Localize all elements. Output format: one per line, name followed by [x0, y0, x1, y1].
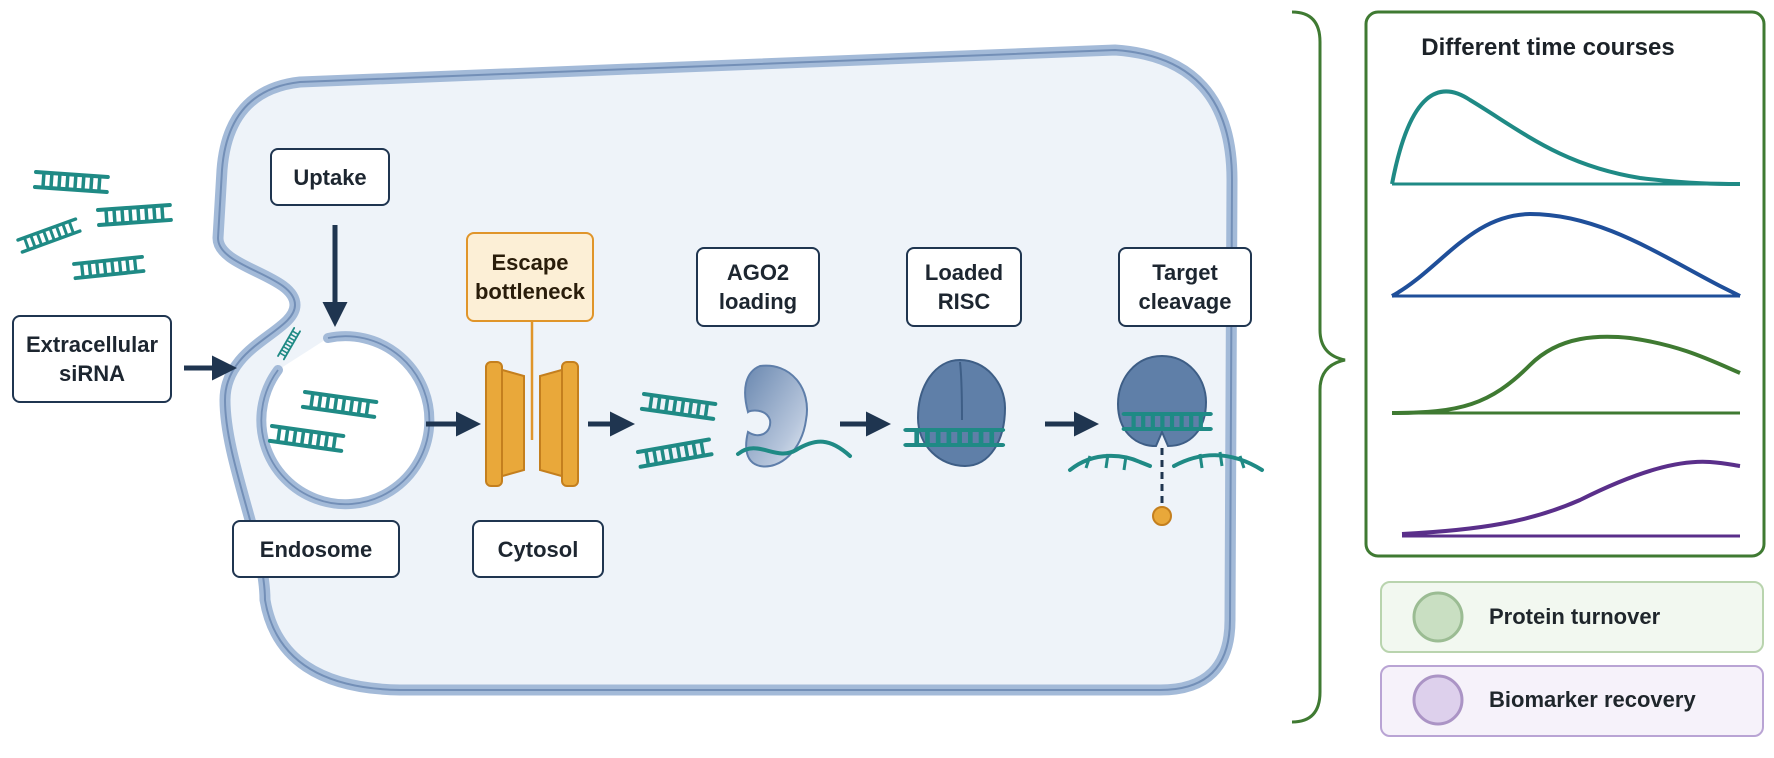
label-loaded-risc: Loaded RISC: [906, 247, 1022, 327]
time-course-curve: [1401, 459, 1741, 536]
time-courses-panel: [1364, 10, 1766, 558]
endosome-vesicle: [256, 331, 435, 510]
legend-protein-turnover: [1380, 581, 1764, 653]
sirna-duplex: [72, 254, 146, 281]
legend-biomarker-recovery: [1380, 665, 1764, 737]
time-course-curve: [1390, 89, 1741, 186]
label-uptake: Uptake: [270, 148, 390, 206]
label-extracellular-sirna: Extracellular siRNA: [12, 315, 172, 403]
label-cytosol: Cytosol: [472, 520, 604, 578]
ago2-protein: [736, 364, 852, 468]
curly-brace: [1291, 10, 1346, 724]
label-target-cleavage: Target cleavage: [1118, 247, 1252, 327]
label-endosome: Endosome: [232, 520, 400, 578]
risc-complex: [906, 358, 1007, 468]
escape-channel: [485, 322, 579, 487]
time-courses-title: Different time courses: [1421, 34, 1675, 61]
sirna-duplex: [16, 217, 82, 254]
legend-label-protein-turnover: Protein turnover: [1489, 604, 1661, 629]
legend-label-biomarker-recovery: Biomarker recovery: [1489, 687, 1696, 712]
cleavage-complex: [1068, 354, 1264, 526]
time-course-curve: [1391, 334, 1741, 415]
label-escape-bottleneck: Escape bottleneck: [466, 232, 594, 322]
label-ago2-loading: AGO2 loading: [696, 247, 820, 327]
cleavage-site-dot: [1152, 506, 1172, 526]
time-course-curve: [1391, 211, 1741, 298]
sirna-duplex: [32, 170, 110, 194]
sirna-duplex: [96, 202, 173, 227]
